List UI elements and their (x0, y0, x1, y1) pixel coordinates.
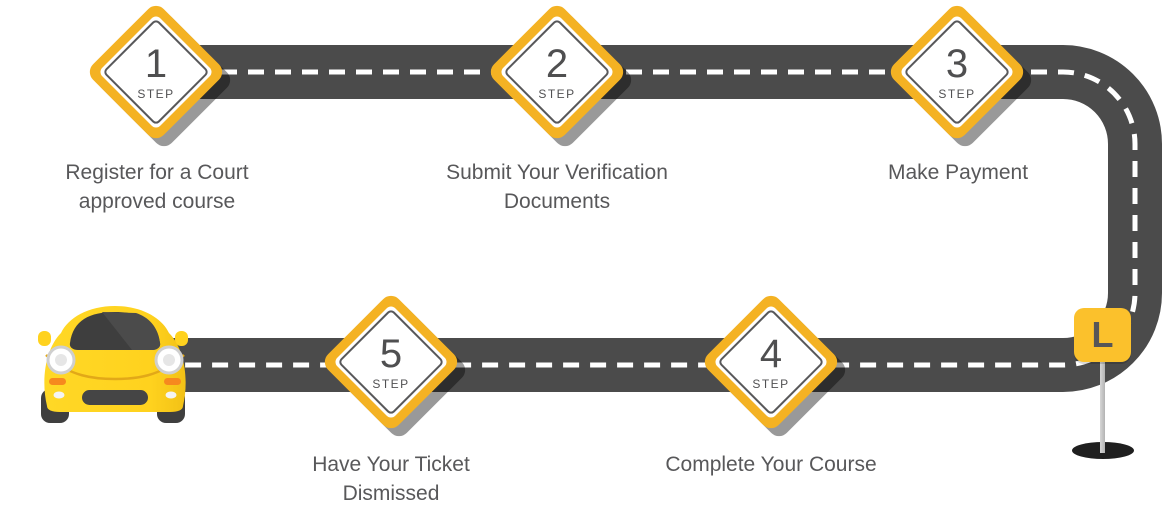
step-word: STEP (137, 86, 175, 101)
step-sign-2: 2 STEP (486, 1, 628, 143)
step-caption-5: Have Your Ticket Dismissed (312, 453, 470, 505)
step-caption-1: Register for a Court approved course (65, 161, 249, 213)
step-number: 4 (759, 331, 783, 376)
car-foglight-right (165, 391, 177, 399)
step-number: 2 (545, 41, 569, 86)
step-word: STEP (538, 86, 576, 101)
step-caption-2: Submit Your Verification Documents (446, 161, 668, 213)
car-foglight-left (53, 391, 65, 399)
car-indicator-left (49, 378, 66, 385)
l-sign-letter: L (1091, 314, 1114, 355)
step-sign-3: 3 STEP (886, 1, 1028, 143)
car-indicator-right (164, 378, 181, 385)
step-sign-1: 1 STEP (85, 1, 227, 143)
car-mirror-right (175, 331, 188, 346)
step-number: 5 (379, 331, 403, 376)
step-sign-4: 4 STEP (700, 291, 842, 433)
step-word: STEP (752, 376, 790, 391)
step-word: STEP (938, 86, 976, 101)
road-center-dashes (140, 69, 1138, 368)
step-caption-4: Complete Your Course (665, 453, 877, 476)
step-number: 3 (945, 41, 969, 86)
l-plate-sign-icon: L (1074, 308, 1131, 362)
sign-pole (1100, 335, 1105, 453)
car-icon (38, 306, 188, 423)
step-number: 1 (144, 41, 168, 86)
car-mirror-left (38, 331, 51, 346)
step-sign-5: 5 STEP (320, 291, 462, 433)
car-bumper-intake (82, 390, 148, 405)
step-word: STEP (372, 376, 410, 391)
step-caption-3: Make Payment (887, 161, 1029, 184)
car-windshield-highlight (102, 312, 161, 350)
